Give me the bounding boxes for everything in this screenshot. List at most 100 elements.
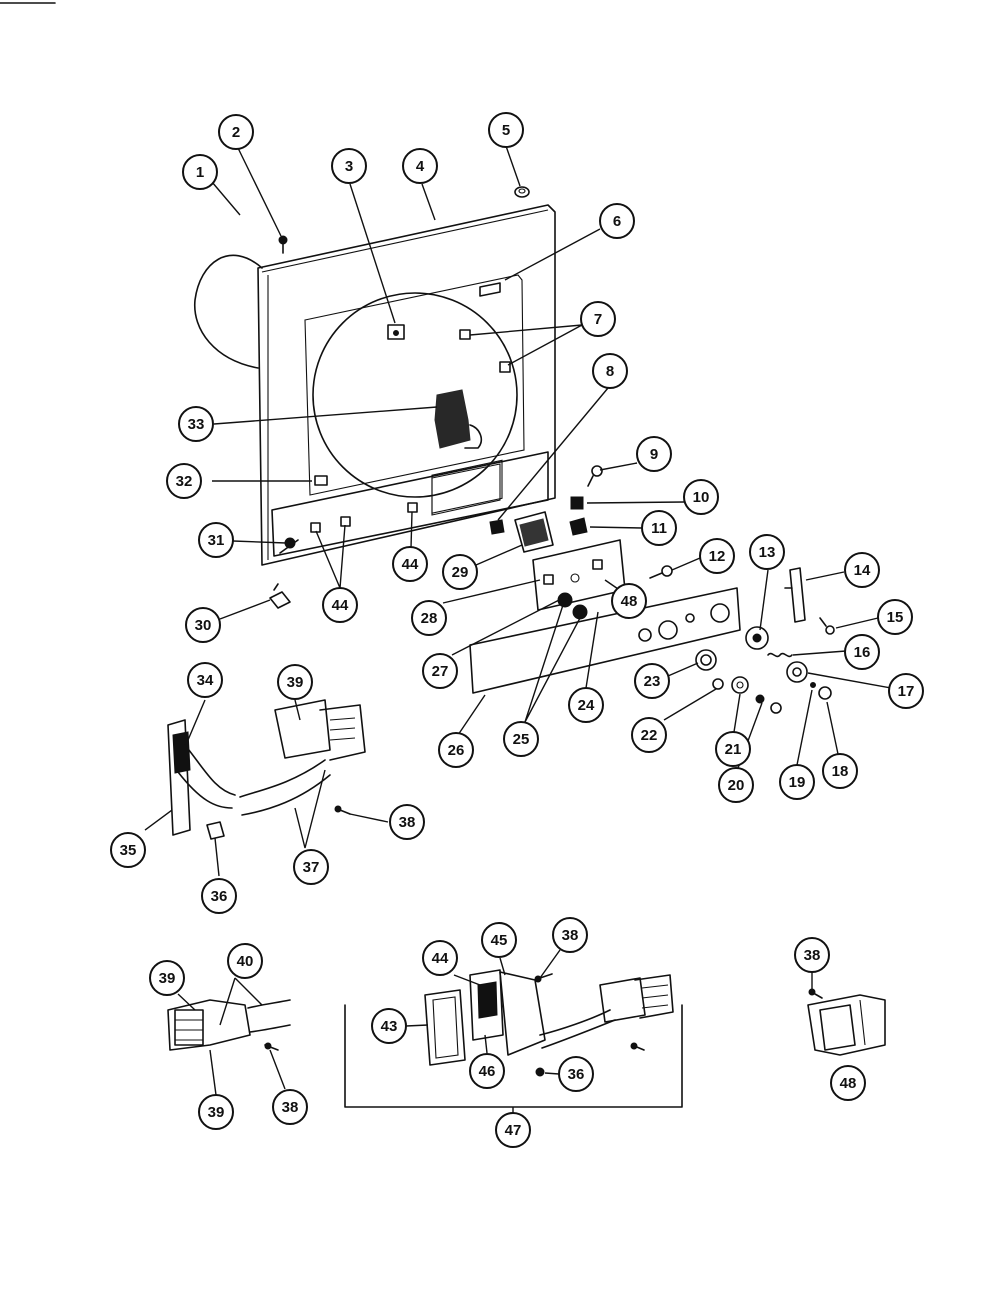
svg-text:36: 36	[568, 1066, 585, 1083]
callout-1: 1	[182, 154, 218, 190]
part-8-knob	[489, 519, 505, 535]
callout-36-b: 36	[558, 1056, 594, 1092]
svg-text:36: 36	[211, 888, 228, 905]
callout-5: 5	[488, 112, 524, 148]
part-20-knob	[755, 694, 765, 704]
callout-33: 33	[178, 406, 214, 442]
part-44-slot-b	[340, 516, 351, 527]
callout-44-c: 44	[422, 940, 458, 976]
part-25-knob	[572, 604, 588, 620]
part-6-clip	[479, 282, 501, 297]
part-1-wire-loop	[194, 254, 263, 369]
svg-text:23: 23	[644, 673, 661, 690]
callout-6: 6	[599, 203, 635, 239]
svg-text:40: 40	[237, 953, 254, 970]
svg-text:3: 3	[345, 158, 353, 175]
callout-39-a: 39	[277, 664, 313, 700]
svg-text:30: 30	[195, 617, 212, 634]
part-22-knob	[712, 678, 724, 690]
callout-9: 9	[636, 436, 672, 472]
part-7-clip-a	[459, 329, 471, 340]
svg-text:44: 44	[432, 950, 449, 967]
part-3-clip	[387, 324, 405, 340]
part-4-control-panel	[257, 204, 556, 566]
part-15-screw	[819, 617, 835, 635]
svg-text:21: 21	[725, 741, 742, 758]
svg-text:22: 22	[641, 727, 658, 744]
callout-10: 10	[683, 479, 719, 515]
part-37-cord-b	[239, 759, 331, 816]
callout-23: 23	[634, 663, 670, 699]
svg-text:38: 38	[399, 814, 416, 831]
svg-text:13: 13	[759, 544, 776, 561]
callout-36-a: 36	[201, 878, 237, 914]
part-38-screw-d	[630, 1042, 645, 1051]
svg-text:39: 39	[208, 1104, 225, 1121]
callout-37: 37	[293, 849, 329, 885]
callout-14: 14	[844, 552, 880, 588]
svg-text:32: 32	[176, 473, 193, 490]
svg-text:12: 12	[709, 548, 726, 565]
callout-45: 45	[481, 922, 517, 958]
svg-text:24: 24	[578, 697, 595, 714]
part-43-bracket	[424, 989, 466, 1066]
svg-text:37: 37	[303, 859, 320, 876]
svg-text:11: 11	[651, 520, 667, 537]
svg-text:29: 29	[452, 564, 469, 581]
svg-text:18: 18	[832, 763, 849, 780]
callout-38-d: 38	[794, 937, 830, 973]
svg-text:46: 46	[479, 1063, 496, 1080]
callout-15: 15	[877, 599, 913, 635]
callout-28: 28	[411, 600, 447, 636]
part-7-clip-b	[499, 361, 511, 373]
part-32-tab	[314, 475, 328, 486]
callout-30: 30	[185, 607, 221, 643]
part-5-grommet	[514, 186, 530, 198]
svg-text:39: 39	[287, 674, 304, 691]
svg-text:39: 39	[159, 970, 176, 987]
part-23-knob	[695, 649, 717, 671]
svg-text:9: 9	[650, 446, 658, 463]
part-45-strain-relief	[499, 971, 546, 1056]
callout-12: 12	[699, 538, 735, 574]
callout-18: 18	[822, 753, 858, 789]
part-9-screw	[587, 465, 603, 487]
callout-44-b: 44	[392, 546, 428, 582]
svg-text:33: 33	[188, 416, 205, 433]
part-21-knob	[731, 676, 749, 694]
svg-text:45: 45	[491, 932, 508, 949]
callout-34: 34	[187, 662, 223, 698]
callout-26: 26	[438, 732, 474, 768]
part-38-screw-c	[534, 973, 553, 983]
callout-8: 8	[592, 353, 628, 389]
part-13-knob	[745, 626, 769, 650]
svg-text:20: 20	[728, 777, 745, 794]
callout-38-c: 38	[552, 917, 588, 953]
part-44-slot-c	[407, 502, 418, 513]
callout-39-c: 39	[198, 1094, 234, 1130]
callout-44-a: 44	[322, 587, 358, 623]
part-29-timer	[514, 511, 554, 553]
callout-7: 7	[580, 301, 616, 337]
callout-39-b: 39	[149, 960, 185, 996]
part-10-clip	[570, 496, 584, 510]
part-38-screw-a	[334, 805, 351, 815]
callout-22: 22	[631, 717, 667, 753]
callout-43: 43	[371, 1008, 407, 1044]
callout-21: 21	[715, 731, 751, 767]
callout-40: 40	[227, 943, 263, 979]
svg-text:17: 17	[898, 683, 915, 700]
svg-text:47: 47	[505, 1122, 522, 1139]
svg-text:26: 26	[448, 742, 465, 759]
part-14-bracket	[784, 567, 806, 623]
callout-35: 35	[110, 832, 146, 868]
part-20-cap	[770, 702, 782, 714]
svg-text:31: 31	[208, 532, 225, 549]
part-26-console-strip	[469, 587, 741, 694]
part-12-screw	[649, 565, 673, 579]
svg-text:38: 38	[282, 1099, 299, 1116]
part-47-terminal	[599, 974, 674, 1023]
callout-13: 13	[749, 534, 785, 570]
callout-4: 4	[402, 148, 438, 184]
